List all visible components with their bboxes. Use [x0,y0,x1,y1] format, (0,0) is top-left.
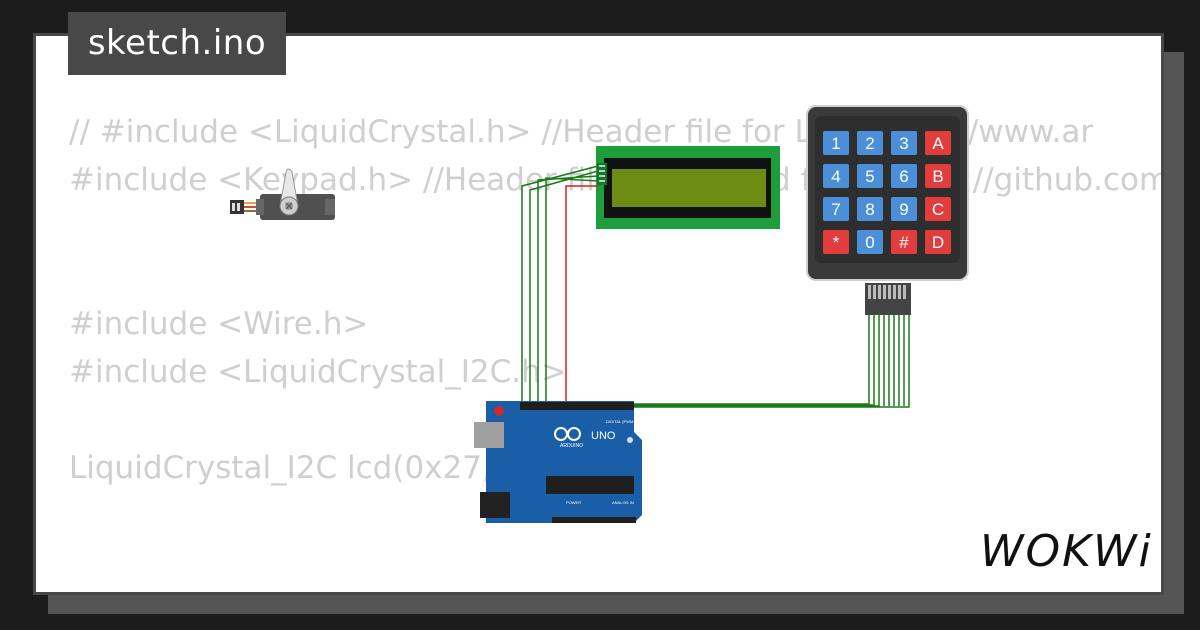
lcd-icon [596,146,780,229]
arduino-digital-label: DIGITAL (PWM ~) [606,419,639,424]
keypad-key-label: 2 [865,134,874,153]
keypad-key-label: B [932,167,943,186]
keypad-key-label: C [932,200,944,219]
keypad-key-label: 6 [899,167,908,186]
wokwi-logo-text: WOKWi [980,526,1151,577]
keypad-key: 3 [891,131,917,155]
keypad-key-label: 1 [831,134,840,153]
code-line: // #include <LiquidCrystal.h> //Header f… [69,114,1094,150]
keypad-key: 9 [891,197,917,221]
keypad-key: 4 [823,164,849,188]
sketch-title: sketch.ino [68,12,286,75]
keypad-key: # [891,230,917,254]
keypad-key: 8 [857,197,883,221]
code-line: #include <LiquidCrystal_I2C.h> [69,354,567,390]
arduino-model-label: UNO [591,430,616,442]
keypad-key: * [823,230,849,254]
keypad-key-label: 8 [865,200,874,219]
keypad-key-label: 4 [831,167,840,186]
keypad-key-label: A [932,134,944,153]
wokwi-logo-icon: WOKWi [980,526,1151,577]
servo-icon [230,168,335,220]
code-snippet: // #include <LiquidCrystal.h> //Header f… [69,108,1161,492]
keypad-key-label: D [932,233,944,252]
keypad-key-label: 9 [899,200,908,219]
keypad-wires [600,315,910,408]
arduino-analog-label: ANALOG IN [612,500,634,505]
keypad-key-label: 5 [865,167,874,186]
keypad-key: D [925,230,951,254]
keypad-key-label: 0 [865,233,874,252]
keypad-icon: 1 2 3 A 4 5 6 B 7 8 9 C * 0 # D [806,105,969,315]
arduino-brand-label: ARDUINO [560,443,583,449]
keypad-key: 0 [857,230,883,254]
keypad-key-label: 3 [899,134,908,153]
arduino-icon: UNO ARDUINO DIGITAL (PWM ~) POWER ANALOG… [474,401,642,523]
keypad-key-label: * [833,233,840,252]
keypad-key: 6 [891,164,917,188]
keypad-key: C [925,197,951,221]
keypad-key: 2 [857,131,883,155]
keypad-key: 1 [823,131,849,155]
keypad-key-label: # [899,233,909,252]
keypad-key: 5 [857,164,883,188]
keypad-key: B [925,164,951,188]
keypad-key: 7 [823,197,849,221]
keypad-key: A [925,131,951,155]
keypad-key-label: 7 [831,200,840,219]
code-line: #include <Wire.h> [69,306,369,342]
arduino-power-label: POWER [566,500,581,505]
preview-card: // #include <LiquidCrystal.h> //Header f… [33,33,1164,595]
